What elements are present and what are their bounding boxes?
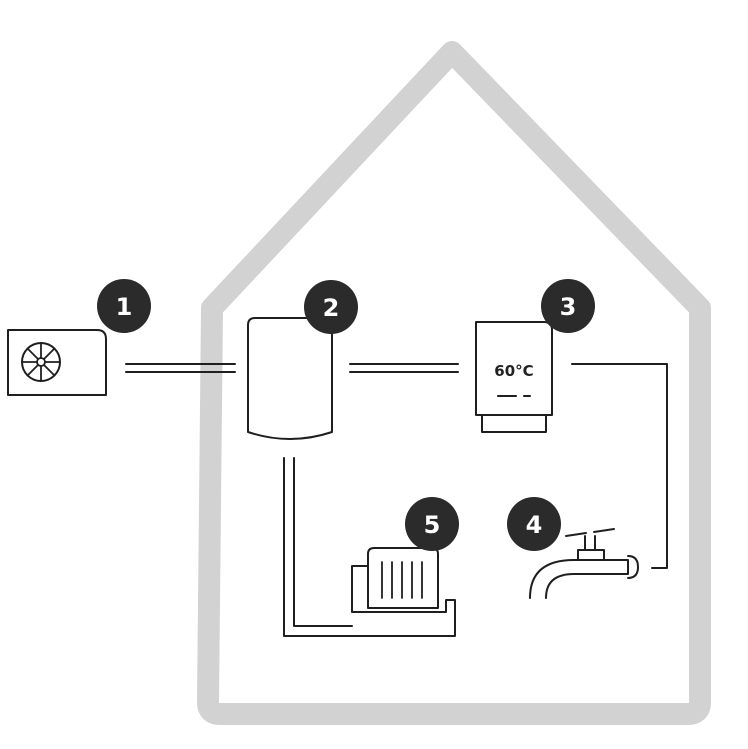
badge-5-label: 5 <box>424 511 441 539</box>
boiler-icon: 60°C <box>475 321 553 433</box>
badge-2: 2 <box>304 280 358 334</box>
pipe-heatpump-to-tank <box>125 363 236 373</box>
badge-1-label: 1 <box>116 293 133 321</box>
tank-icon <box>247 317 333 440</box>
badge-5: 5 <box>405 497 459 551</box>
badge-4: 4 <box>507 497 561 551</box>
badge-1: 1 <box>97 279 151 333</box>
pipe-tank-to-radiator <box>283 457 456 637</box>
house-outline <box>197 41 711 725</box>
badge-2-label: 2 <box>323 294 340 322</box>
badge-3: 3 <box>541 279 595 333</box>
radiator-icon <box>367 547 439 609</box>
pipe-heater-to-tap <box>571 363 668 569</box>
temperature-display: 60°C <box>494 362 533 380</box>
badge-4-label: 4 <box>526 511 543 539</box>
badge-3-label: 3 <box>560 293 577 321</box>
faucet-icon <box>529 528 639 599</box>
heat-pump-unit <box>7 329 107 396</box>
pipe-tank-to-heater <box>349 363 459 373</box>
fan-icon <box>21 342 61 382</box>
